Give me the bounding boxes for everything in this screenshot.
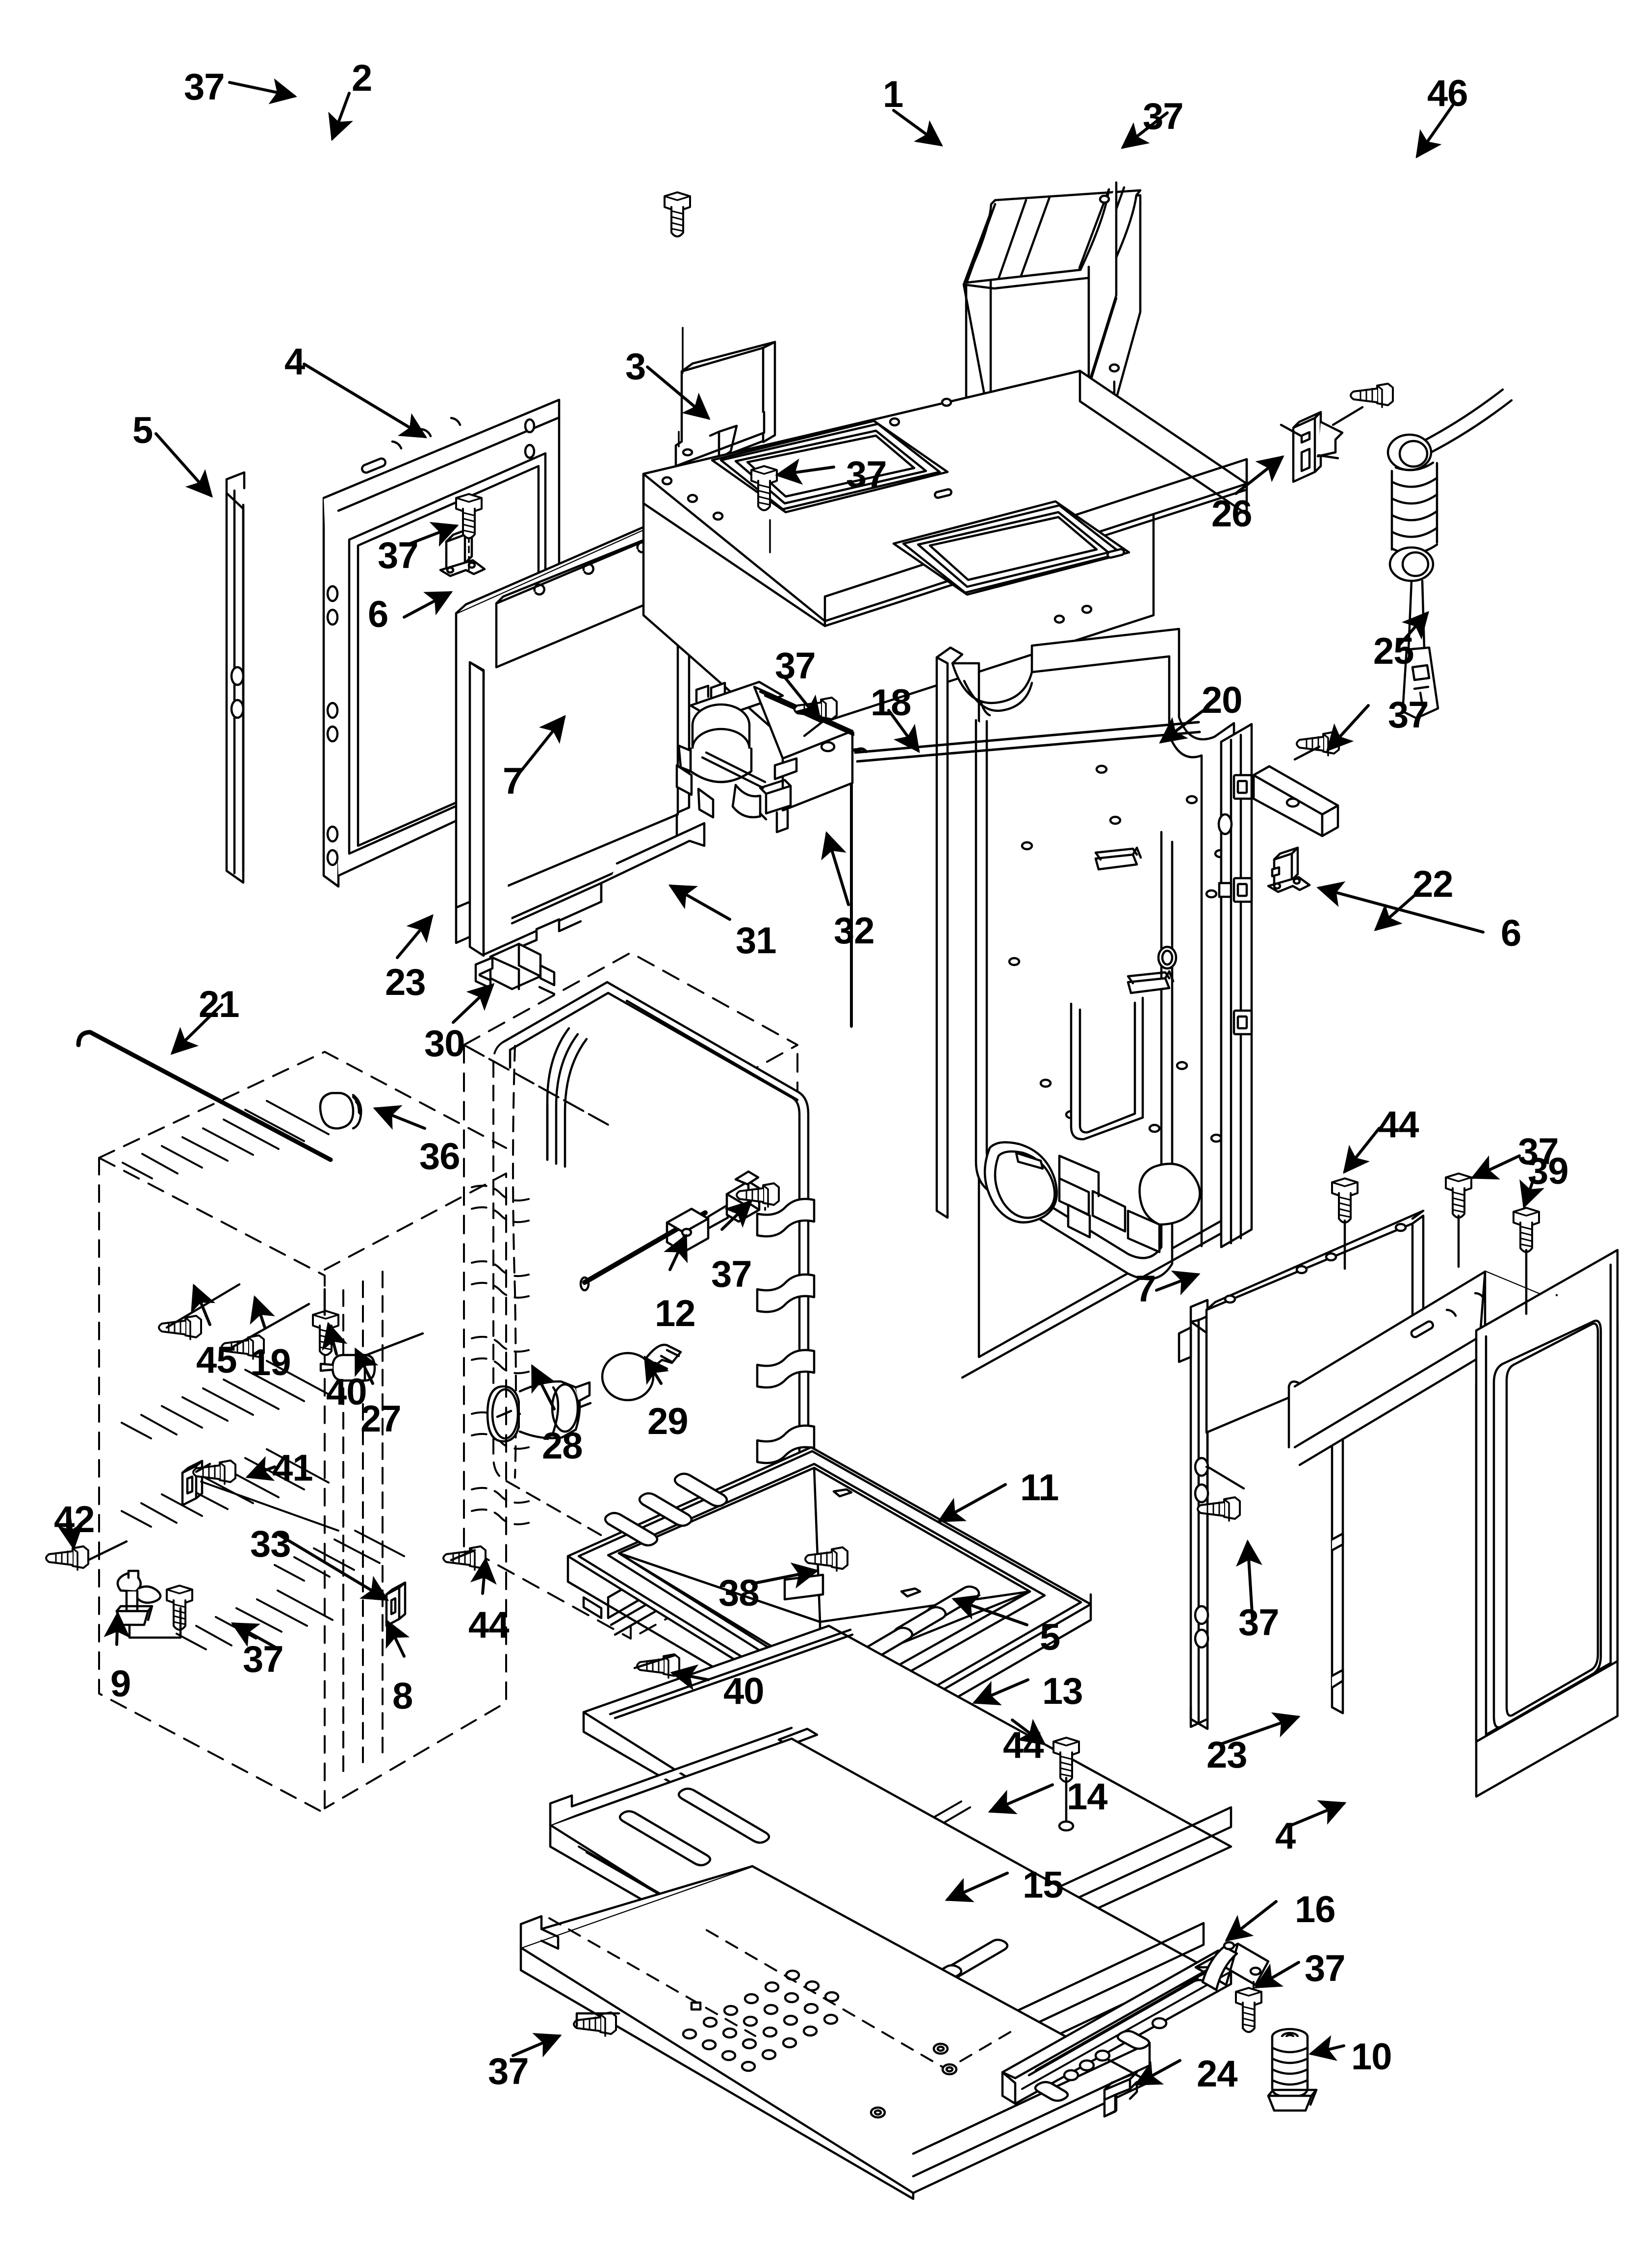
part-callout-27: 27 (360, 1398, 402, 1440)
right-side-rail (1217, 723, 1253, 1249)
part-callout-25: 25 (1373, 630, 1414, 672)
part-callout-18: 18 (871, 682, 912, 724)
screw-37-slide (1236, 1988, 1261, 2032)
part-callout-37: 37 (1518, 1131, 1559, 1173)
part-callout-41: 41 (272, 1447, 313, 1489)
part-callout-22: 22 (1412, 863, 1454, 905)
screw-44-right (1332, 1178, 1358, 1223)
part-24-clip (1103, 2071, 1138, 2118)
screw-39 (1514, 1208, 1539, 1252)
part-32-thermostat-assembly (675, 680, 855, 834)
part-7-left-oven-door-panel (455, 506, 691, 944)
part-callout-7: 7 (1135, 1268, 1156, 1310)
screw-44-drawer (443, 1546, 486, 1570)
part-10-leveling-leg (1267, 2028, 1318, 2112)
part-6-right-bracket (1267, 846, 1311, 893)
part-callout-13: 13 (1042, 1670, 1083, 1712)
part-callout-4: 4 (1275, 1815, 1296, 1857)
part-callout-10: 10 (1351, 2036, 1392, 2078)
part-33-clips (181, 1460, 407, 1627)
part-callout-6: 6 (1501, 912, 1521, 954)
part-callout-15: 15 (1023, 1864, 1064, 1906)
part-16-drawer-slide (1001, 1941, 1270, 2105)
part-15-bottom-cover (519, 1865, 1151, 2200)
part-callout-2: 2 (352, 57, 372, 99)
part-callout-32: 32 (834, 910, 875, 952)
part-callout-39: 39 (1528, 1150, 1569, 1192)
part-callout-4: 4 (284, 341, 305, 383)
part-callout-26: 26 (1211, 493, 1253, 535)
part-26-ground-bracket (1280, 411, 1344, 483)
storage-drawer-phantom (98, 1051, 507, 1814)
part-callout-24: 24 (1197, 2053, 1238, 2095)
part-callout-44: 44 (1003, 1724, 1044, 1766)
part-callout-37: 37 (243, 1639, 284, 1680)
part-callout-21: 21 (199, 984, 240, 1025)
part-callout-40: 40 (723, 1670, 765, 1712)
part-callout-46: 46 (1427, 73, 1468, 114)
part-callout-5: 5 (132, 410, 153, 451)
part-9-leveling-foot (115, 1569, 162, 1626)
part-callout-8: 8 (392, 1675, 413, 1717)
part-callout-12: 12 (655, 1293, 696, 1334)
part-callout-29: 29 (647, 1401, 689, 1442)
part-callout-44: 44 (468, 1604, 510, 1646)
part-callout-28: 28 (542, 1425, 583, 1467)
part-22-rail (1252, 765, 1339, 837)
part-callout-23: 23 (1206, 1734, 1248, 1776)
part-callout-16: 16 (1295, 1889, 1336, 1930)
part-callout-31: 31 (736, 920, 777, 962)
part-callout-36: 36 (419, 1136, 461, 1177)
part-callout-11: 11 (1020, 1467, 1059, 1509)
part-callout-33: 33 (250, 1523, 291, 1565)
part-21-handle-rod (76, 1030, 333, 1162)
part-callout-42: 42 (54, 1499, 95, 1540)
part-5-right-trim (1178, 1299, 1209, 1730)
drawer-right-face-lines (342, 1271, 384, 1772)
part-callout-37: 37 (378, 535, 419, 576)
part-callout-5: 5 (1040, 1616, 1060, 1658)
part-callout-40: 40 (326, 1371, 367, 1413)
part-callout-23: 23 (385, 962, 426, 1003)
part-callout-1: 1 (883, 74, 903, 115)
screw-37-part2 (665, 192, 690, 236)
part-36-knob-cap (319, 1092, 362, 1130)
part-callout-37: 37 (1143, 96, 1184, 137)
part-2-rear-trim-left (674, 327, 776, 477)
leader-lines (57, 78, 1545, 2086)
part-callout-44: 44 (1378, 1104, 1419, 1146)
part-callout-37: 37 (184, 66, 225, 108)
part-callout-37: 37 (775, 645, 816, 687)
part-4-right-side-panel (1287, 1249, 1619, 1798)
part-callout-37: 37 (711, 1253, 752, 1295)
part-callout-45: 45 (196, 1339, 237, 1381)
part-callout-30: 30 (424, 1023, 465, 1065)
part-callout-3: 3 (625, 346, 646, 388)
part-callout-6: 6 (368, 594, 388, 635)
part-callout-37: 37 (488, 2051, 529, 2092)
part-callout-37: 37 (1238, 1602, 1280, 1643)
part-31-chassis-side (468, 661, 706, 957)
part-callout-19: 19 (250, 1342, 291, 1383)
part-1-rear-trim-right (962, 181, 1142, 426)
part-callout-20: 20 (1202, 679, 1243, 721)
part-callout-9: 9 (110, 1663, 131, 1705)
part-callout-37: 37 (846, 454, 887, 495)
part-callout-7: 7 (503, 760, 523, 802)
part-28-lamp-lens (486, 1380, 592, 1443)
part-callout-14: 14 (1067, 1776, 1108, 1818)
screw-46 (1351, 384, 1393, 407)
part-callout-37: 37 (1388, 694, 1429, 736)
screw-42 (46, 1546, 88, 1570)
part-11-burner-box (566, 1446, 1092, 1755)
part-callout-38: 38 (718, 1572, 760, 1614)
screw-37-cover (574, 2012, 616, 2036)
part-5-left-side-trim (225, 471, 246, 884)
part-callout-37: 37 (1305, 1948, 1346, 1989)
part-30-clip (474, 942, 556, 995)
screw-37-right-top (1446, 1173, 1471, 1218)
